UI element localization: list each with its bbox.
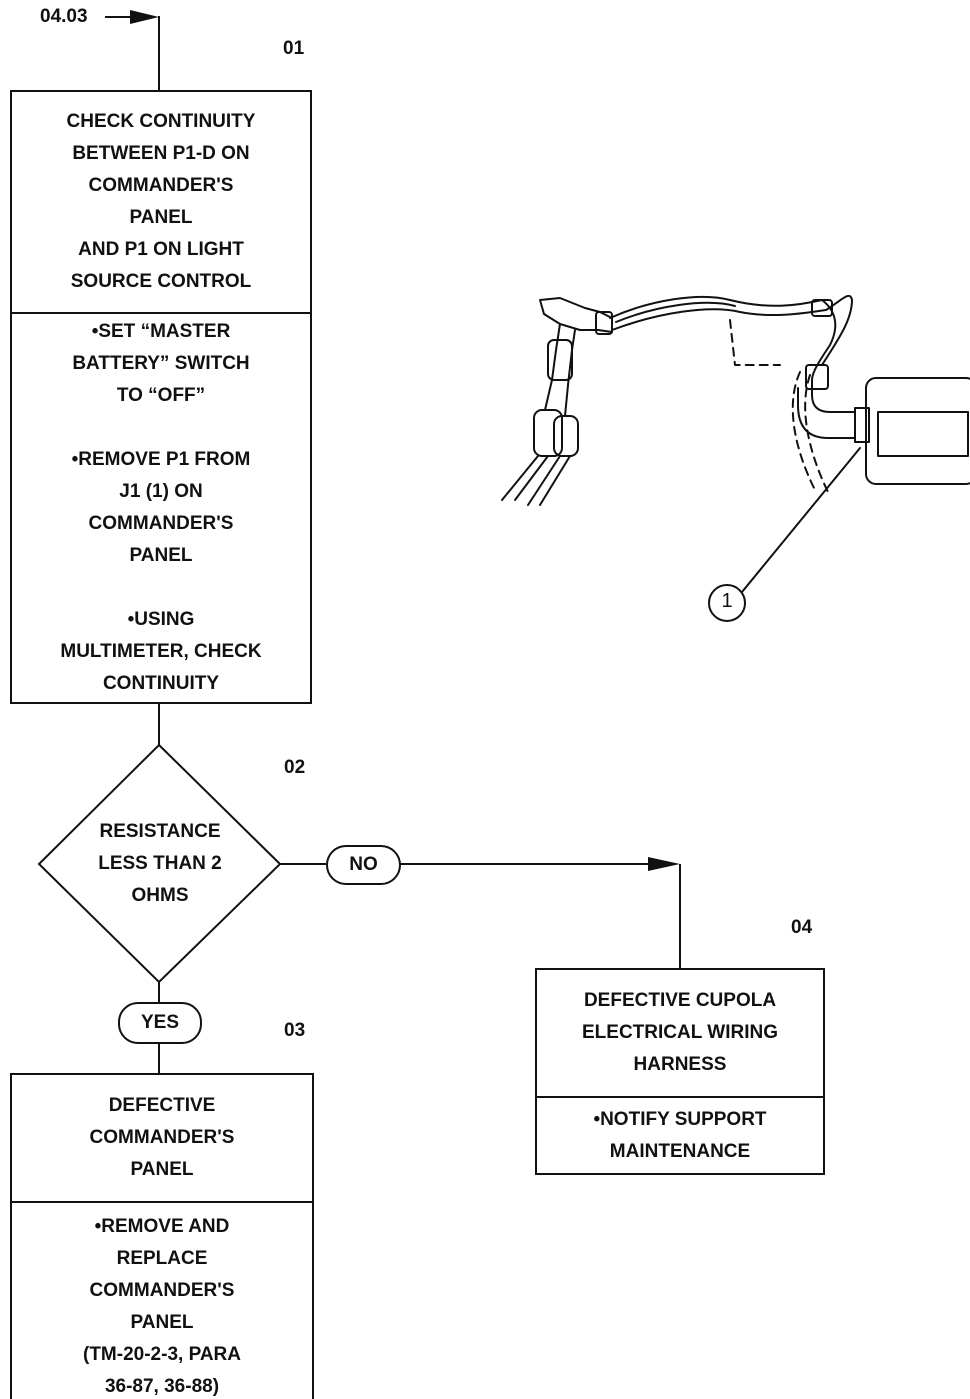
step-03-header-line: DEFECTIVE [108, 1095, 216, 1116]
step-01-header-line: BETWEEN P1-D ON [72, 143, 250, 164]
yes-branch-label: YES [118, 1002, 202, 1044]
decision-question-line: LESS THAN 2 [98, 853, 222, 874]
step-04-action-line: MAINTENANCE [609, 1140, 751, 1162]
no-branch-label: NO [326, 845, 401, 885]
step-01-actions: •SET “MASTER BATTERY” SWITCH TO “OFF” •R… [12, 312, 310, 702]
step-04-header-line: ELECTRICAL WIRING [582, 1022, 778, 1043]
step-01-action-line: •SET “MASTER [91, 321, 231, 342]
step-01-action-line: TO “OFF” [116, 385, 206, 406]
step-number-03: 03 [284, 1020, 306, 1041]
step-04-header-line: HARNESS [633, 1054, 727, 1075]
step-03-action-line: REPLACE [116, 1248, 208, 1269]
step-03-box: DEFECTIVE COMMANDER'S PANEL •REMOVE AND … [10, 1073, 314, 1399]
step-03-header-line: COMMANDER'S [89, 1127, 235, 1148]
entry-reference-label: 04.03 [40, 6, 88, 27]
step-03-action-line: (TM-20-2-3, PARA [83, 1344, 241, 1365]
step-01-header-line: PANEL [129, 207, 193, 228]
step-01-action-line: •REMOVE P1 FROM [71, 449, 251, 470]
callout-number: 1 [721, 590, 733, 612]
step-01-action-line: COMMANDER'S [88, 513, 234, 534]
step-03-header: DEFECTIVE COMMANDER'S PANEL [12, 1075, 312, 1201]
step-01-action-line: •USING [127, 609, 195, 630]
step-01-header: CHECK CONTINUITY BETWEEN P1-D ON COMMAND… [12, 92, 310, 312]
step-01-header-line: SOURCE CONTROL [70, 271, 252, 292]
step-01-header-line: AND P1 ON LIGHT [78, 239, 244, 260]
step-number-04: 04 [791, 917, 813, 938]
decision-question-line: RESISTANCE [99, 821, 221, 842]
step-04-actions: •NOTIFY SUPPORT MAINTENANCE [537, 1096, 823, 1173]
wiring-harness-illustration [501, 294, 970, 622]
step-01-action-line: MULTIMETER, CHECK [60, 641, 262, 662]
step-01-action-line: J1 (1) ON [119, 481, 203, 502]
entry-arrow-head [130, 10, 159, 24]
step-number-01: 01 [283, 38, 305, 59]
step-03-action-line: 36-87, 36-88) [104, 1376, 220, 1397]
step-03-action-line: •REMOVE AND [94, 1216, 230, 1237]
step-01-box: CHECK CONTINUITY BETWEEN P1-D ON COMMAND… [10, 90, 312, 704]
step-03-action-line: PANEL [130, 1312, 194, 1333]
step-04-header-line: DEFECTIVE CUPOLA [583, 990, 777, 1011]
step-04-box: DEFECTIVE CUPOLA ELECTRICAL WIRING HARNE… [535, 968, 825, 1175]
decision-question-line: OHMS [131, 885, 189, 906]
step-01-action-line: PANEL [129, 545, 193, 566]
step-03-actions: •REMOVE AND REPLACE COMMANDER'S PANEL (T… [12, 1201, 312, 1399]
step-01-action-line: BATTERY” SWITCH [72, 353, 250, 374]
step-01-header-line: COMMANDER'S [88, 175, 234, 196]
step-03-header-line: PANEL [130, 1159, 194, 1180]
step-01-action-line: CONTINUITY [102, 673, 220, 694]
no-arrow-head [648, 857, 680, 871]
decision-question: RESISTANCE LESS THAN 2 OHMS [60, 815, 260, 913]
step-04-action-line: •NOTIFY SUPPORT [593, 1108, 767, 1130]
step-03-action-line: COMMANDER'S [89, 1280, 235, 1301]
step-04-header: DEFECTIVE CUPOLA ELECTRICAL WIRING HARNE… [537, 970, 823, 1096]
step-number-02: 02 [284, 757, 306, 778]
step-01-header-line: CHECK CONTINUITY [66, 111, 256, 132]
